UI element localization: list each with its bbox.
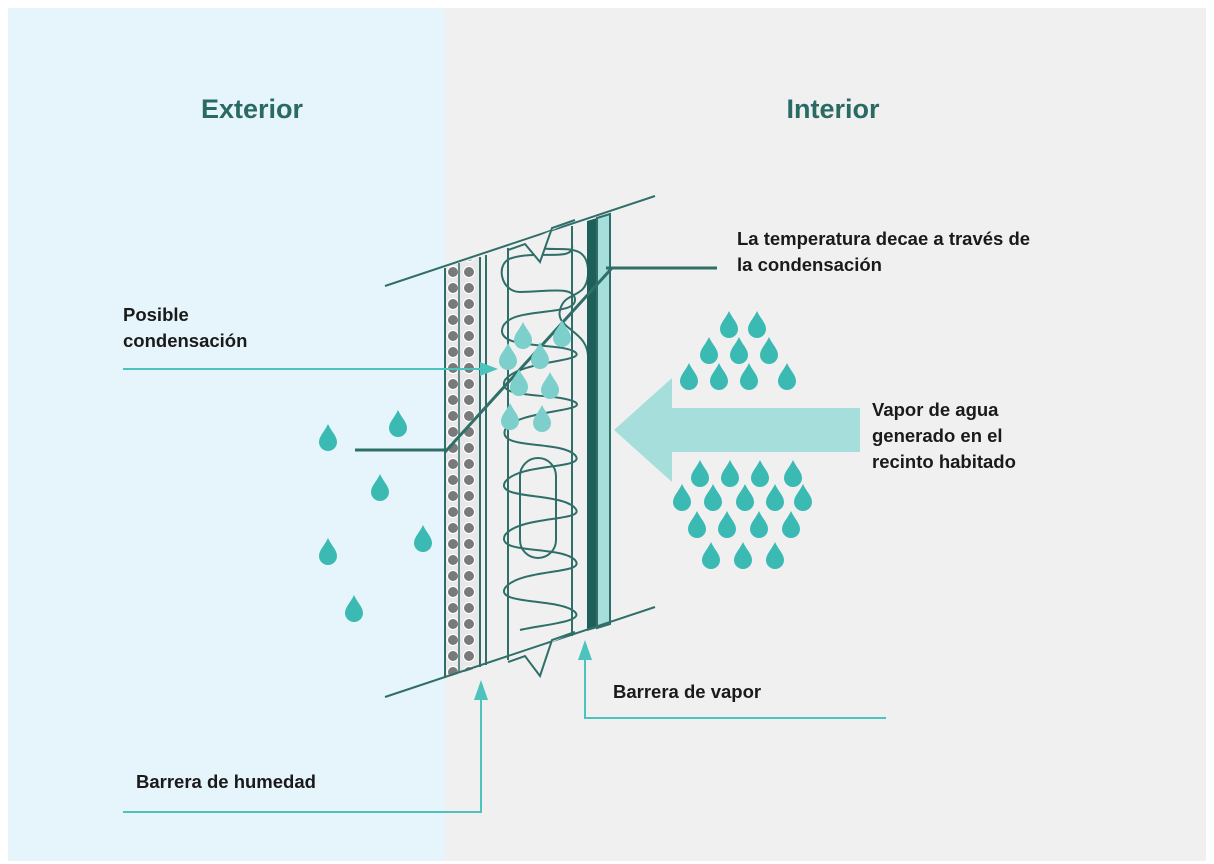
exterior-rain-drops xyxy=(319,410,432,622)
vapor-drop xyxy=(736,484,754,511)
vapor-drop xyxy=(778,363,796,390)
vapor-drop xyxy=(688,511,706,538)
interior-heading: Interior xyxy=(786,94,880,124)
condensation-drop xyxy=(531,342,549,369)
vapor-source-label-line-3: recinto habitado xyxy=(872,451,1016,472)
bottom-break-mark xyxy=(507,631,576,679)
condensation-label-line-1: Posible xyxy=(123,304,189,325)
vapor-barrier-leader xyxy=(584,652,886,719)
vapor-source-label-line-2: generado en el xyxy=(872,425,1003,446)
condensation-label-line-2: condensación xyxy=(123,330,247,351)
vapor-drop xyxy=(718,511,736,538)
exterior-background xyxy=(8,8,445,861)
vapor-barrier-layer xyxy=(587,218,597,631)
vapor-drop xyxy=(784,460,802,487)
condensation-label: Posible condensación xyxy=(123,304,247,351)
rain-drop xyxy=(389,410,407,437)
condensation-drop xyxy=(510,369,528,396)
rain-drop xyxy=(345,595,363,622)
exterior-heading: Exterior xyxy=(201,94,304,124)
vapor-drop xyxy=(702,542,720,569)
vapor-drop xyxy=(766,484,784,511)
rain-drop xyxy=(319,424,337,451)
condensation-drop xyxy=(499,343,517,370)
vapor-drop xyxy=(794,484,812,511)
temperature-label: La temperatura decae a través de la cond… xyxy=(737,228,1035,275)
temperature-label-line-2: la condensación xyxy=(737,254,882,275)
condensation-drop xyxy=(514,322,532,349)
condensation-drop xyxy=(501,403,519,430)
vapor-drop xyxy=(751,460,769,487)
wall-section xyxy=(384,195,656,698)
temperature-gradient-line xyxy=(443,266,614,454)
vapor-drop xyxy=(750,511,768,538)
condensation-arrow-head xyxy=(480,362,498,376)
interior-vapor-drops xyxy=(673,311,812,569)
moisture-barrier-arrow-head xyxy=(474,680,488,700)
condensation-drop xyxy=(533,405,551,432)
vapor-drop xyxy=(740,363,758,390)
temperature-label-line-1: La temperatura decae a través de xyxy=(737,228,1030,249)
vapor-drop xyxy=(673,484,691,511)
condensation-drops xyxy=(499,320,571,432)
vapor-drop xyxy=(720,311,738,338)
vapor-drop xyxy=(680,363,698,390)
rain-drop xyxy=(319,538,337,565)
drywall-layer xyxy=(596,212,611,630)
top-break-mark xyxy=(507,219,576,264)
condensation-drop xyxy=(541,372,559,399)
vapor-direction-arrow xyxy=(614,378,860,482)
vapor-drop xyxy=(734,542,752,569)
moisture-barrier-leader xyxy=(123,692,482,813)
masonry-layer xyxy=(445,257,480,678)
vapor-drop xyxy=(691,460,709,487)
vapor-drop xyxy=(766,542,784,569)
rain-drop xyxy=(371,474,389,501)
vapor-drop xyxy=(700,337,718,364)
vapor-drop xyxy=(782,511,800,538)
vapor-drop xyxy=(710,363,728,390)
vapor-drop xyxy=(730,337,748,364)
condensation-drop xyxy=(553,320,571,347)
vapor-source-label: Vapor de agua generado en el recinto hab… xyxy=(872,399,1016,472)
vapor-drop xyxy=(748,311,766,338)
vapor-drop xyxy=(721,460,739,487)
vapor-drop xyxy=(704,484,722,511)
moisture-barrier-label: Barrera de humedad xyxy=(136,771,316,792)
rain-drop xyxy=(414,525,432,552)
vapor-source-label-line-1: Vapor de agua xyxy=(872,399,999,420)
vapor-drop xyxy=(760,337,778,364)
vapor-barrier-arrow-head xyxy=(578,640,592,660)
vapor-barrier-label: Barrera de vapor xyxy=(613,681,761,702)
